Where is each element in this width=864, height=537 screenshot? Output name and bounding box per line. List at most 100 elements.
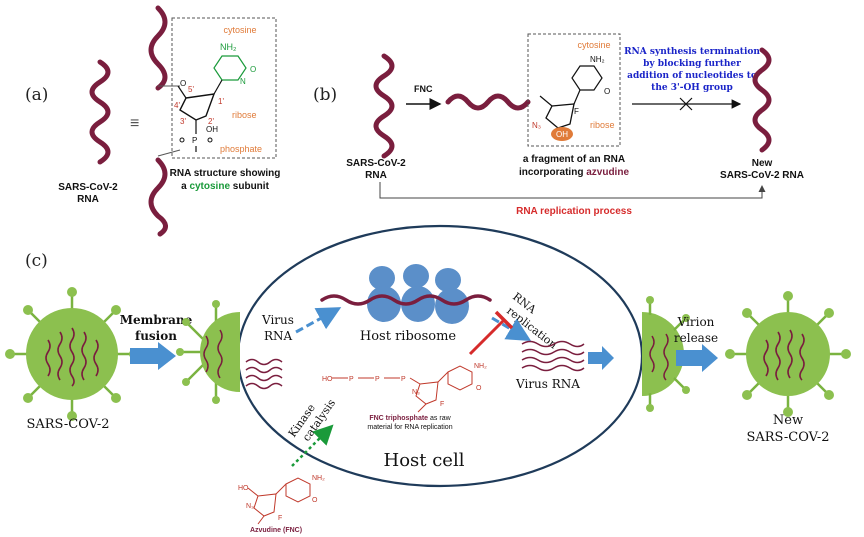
- virion-release-line1: Virion: [677, 315, 715, 329]
- cytosine-label-a: cytosine: [223, 25, 256, 35]
- azv-o: O: [312, 497, 318, 504]
- virus-fusing: [176, 300, 240, 404]
- termination-line4: the 3'-OH group: [651, 83, 733, 93]
- rna-label-b-line1: SARS-CoV-2: [346, 158, 406, 169]
- nh2-label-b: NH₂: [590, 55, 605, 64]
- new-rna-line2: SARS-CoV-2 RNA: [720, 170, 804, 181]
- fnc-tp-nh2: NH₂: [474, 363, 487, 370]
- rna-strand-b-right: [752, 47, 772, 153]
- nh2-label-a: NH₂: [220, 42, 237, 52]
- membrane-fusion-line2: fusion: [135, 329, 177, 343]
- f-label-b: F: [574, 107, 579, 116]
- rna-strand-b-horizontal: [445, 93, 531, 111]
- released-virus-rna: [245, 358, 283, 390]
- rna-replication-arrow: [491, 316, 532, 342]
- virus-left: [5, 287, 139, 421]
- new-sars-line1: New: [773, 413, 803, 428]
- termination-line3: addition of nucleotides to: [627, 71, 757, 81]
- cytosine-label-b: cytosine: [577, 40, 610, 50]
- n-label-a: N: [240, 77, 246, 86]
- fnc-triphosphate-structure: [332, 365, 473, 413]
- membrane-fusion-line1: Membrane: [120, 313, 193, 327]
- azvudine-structure: [247, 477, 311, 525]
- fnc-tp-p3: P: [401, 376, 406, 383]
- virus-budding: [642, 296, 700, 412]
- azv-f: F: [278, 515, 282, 522]
- host-cell-membrane: [236, 224, 644, 488]
- pos-1-label: 1': [218, 97, 224, 106]
- virus-right: [725, 291, 851, 417]
- termination-line2: by blocking further: [643, 59, 741, 69]
- nucleotide-box-a: [171, 17, 277, 159]
- fnc-tp-caption-line2: material for RNA replication: [367, 424, 452, 431]
- o-label-5prime: O: [180, 79, 186, 88]
- pos-3-label: 3': [180, 117, 186, 126]
- replication-process-label: RNA replication process: [516, 206, 632, 217]
- host-ribosome-label: Host ribosome: [360, 329, 457, 344]
- replication-process-bracket: [379, 182, 766, 199]
- fnc-tp-caption-line1: FNC triphosphate as raw: [369, 415, 451, 422]
- host-cell-label: Host cell: [384, 450, 465, 471]
- oh-highlight-b: [551, 127, 573, 141]
- equivalence-symbol: ≡: [130, 115, 139, 132]
- ribose-label-b: ribose: [590, 120, 615, 130]
- cytosine-ring-a: [213, 55, 247, 81]
- virus-rna-line1: Virus: [261, 313, 294, 327]
- rna-label-b-line2: RNA: [365, 170, 387, 181]
- o-label-ring-b: O: [604, 87, 610, 96]
- azv-n3: N₃: [246, 503, 254, 510]
- panel-label-b: (b): [313, 85, 337, 105]
- fnc-label-b: FNC: [414, 84, 433, 94]
- rna-strand-a-left: [89, 59, 111, 165]
- fnc-tp-f: F: [440, 401, 444, 408]
- fnc-tp-atoms: P P P NH₂ N₃ F O HO: [322, 363, 487, 408]
- virus-rna-to-ribosome-arrow: [295, 307, 342, 334]
- p-label-a: P: [192, 136, 197, 145]
- fragment-line2: incorporating azvudine: [519, 167, 629, 178]
- new-sars-line2: SARS-COV-2: [746, 430, 829, 445]
- virus-rna-right-label: Virus RNA: [515, 377, 580, 391]
- azv-nh2: NH₂: [312, 475, 325, 482]
- panel-label-a: (a): [25, 85, 48, 105]
- oh-label-b: OH: [556, 130, 568, 139]
- rna-backbone-a: [148, 5, 168, 91]
- pos-4-label: 4': [174, 101, 180, 110]
- fragment-line1: a fragment of an RNA: [523, 154, 625, 165]
- sars-label-left: SARS-COV-2: [26, 417, 109, 432]
- inhibition-bar: [494, 310, 514, 330]
- ribose-ring-a: [179, 93, 216, 121]
- fnc-tp-p2: P: [375, 376, 380, 383]
- rna-label-a-line2: RNA: [77, 194, 99, 205]
- virus-rna-line2: RNA: [264, 329, 293, 343]
- termination-line1: RNA synthesis termination: [624, 47, 760, 57]
- new-rna-line1: New: [752, 158, 773, 169]
- rna-backbone-a-lower: [148, 157, 168, 237]
- rna-strand-b-left: [373, 53, 395, 159]
- virus-rna-copies: [521, 340, 585, 372]
- virion-release-line2: release: [674, 331, 718, 345]
- pos-5-label: 5': [188, 85, 194, 94]
- fnc-tp-p1: P: [349, 376, 354, 383]
- azv-ho: HO: [238, 485, 249, 492]
- membrane-fusion-arrow: [130, 342, 176, 370]
- fnc-tp-ho: HO: [322, 376, 333, 383]
- o-label-ring-a: O: [250, 65, 256, 74]
- ribose-label-a: ribose: [232, 110, 257, 120]
- fnc-tp-o: O: [476, 385, 482, 392]
- azvudine-label: Azvudine (FNC): [250, 527, 302, 534]
- kinase-arrow: [291, 424, 334, 467]
- pos-2-label: 2': [208, 117, 214, 126]
- panel-label-c: (c): [25, 251, 48, 271]
- caption-a-line2: a cytosine subunit: [181, 181, 269, 192]
- block-cross-icon: [679, 97, 693, 111]
- assembly-arrow: [588, 346, 614, 370]
- rna-label-a-line1: SARS-CoV-2: [58, 182, 118, 193]
- phosphate-label-a: phosphate: [220, 144, 262, 154]
- caption-a-line1: RNA structure showing: [170, 168, 281, 179]
- azvudine-atoms: HO NH₂ N₃ F O: [238, 475, 325, 522]
- virion-release-arrow: [676, 344, 718, 372]
- n3-label-b: N₃: [532, 121, 541, 130]
- host-ribosome: [367, 264, 469, 324]
- ribosome-mrna-strand: [320, 294, 492, 306]
